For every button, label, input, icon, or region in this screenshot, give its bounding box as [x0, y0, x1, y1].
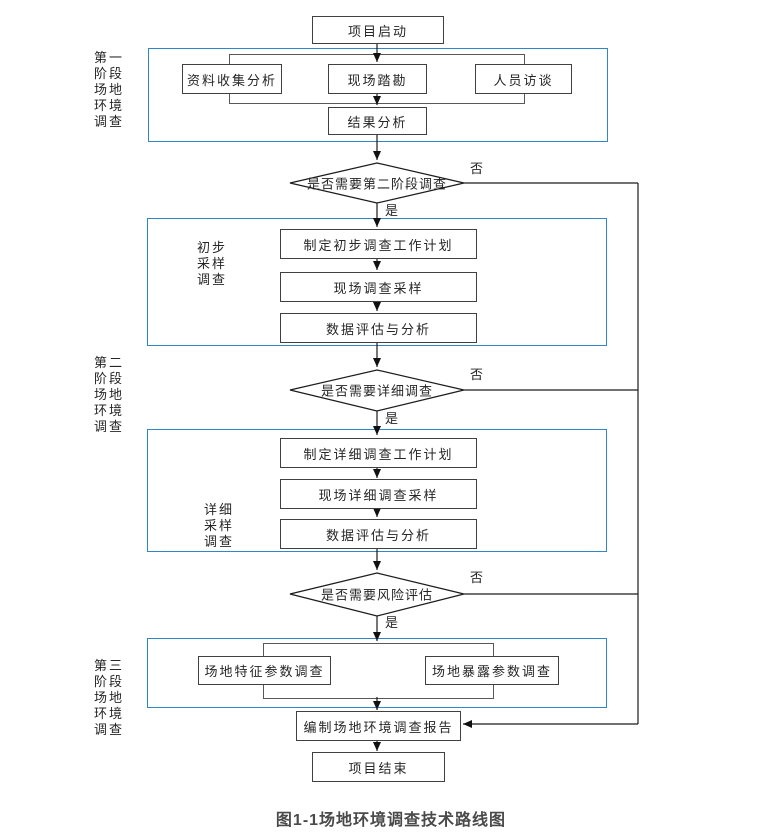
decision-detailed: 是否需要详细调查 [320, 383, 434, 399]
yes-label-2: 是 [385, 411, 399, 426]
node-label: 编制场地环境调查报告 [303, 719, 454, 735]
stage3-label: 第三 阶段 场地 环境 调查 [94, 658, 125, 737]
yes-label-3: 是 [385, 615, 399, 630]
no-label-3: 否 [470, 570, 484, 585]
stage1-label: 第一 阶段 场地 环境 调查 [94, 50, 125, 129]
node-label: 制定详细调查工作计划 [303, 446, 454, 462]
data-collection-node: 资料收集分析 [182, 64, 282, 94]
project-start-node: 项目启动 [312, 16, 444, 44]
decision-risk: 是否需要风险评估 [320, 587, 434, 603]
node-label: 数据评估与分析 [325, 527, 431, 543]
figure-caption: 图1-1场地环境调查技术路线图 [275, 812, 507, 829]
detailed-sampling-label: 详细 采样 调查 [204, 502, 235, 549]
data-evaluation-2-node: 数据评估与分析 [280, 519, 477, 549]
node-label: 现场踏勘 [347, 72, 408, 88]
decision-second-stage: 是否需要第二阶段调查 [306, 176, 448, 192]
site-reconnaissance-node: 现场踏勘 [328, 64, 427, 94]
site-exposure-params-node: 场地暴露参数调查 [425, 656, 559, 685]
node-label: 项目结束 [348, 760, 409, 776]
compile-report-node: 编制场地环境调查报告 [296, 711, 461, 741]
site-feature-params-node: 场地特征参数调查 [198, 656, 331, 685]
result-analysis-node: 结果分析 [328, 107, 427, 135]
personnel-interview-node: 人员访谈 [475, 64, 572, 94]
node-label: 场地特征参数调查 [204, 664, 325, 679]
field-sampling-detailed-node: 现场详细调查采样 [280, 479, 477, 509]
data-evaluation-1-node: 数据评估与分析 [280, 313, 477, 343]
node-label: 数据评估与分析 [325, 321, 431, 337]
plan-detailed-node: 制定详细调查工作计划 [280, 438, 477, 468]
stage2-label: 第二 阶段 场地 环境 调查 [94, 355, 125, 434]
preliminary-sampling-label: 初步 采样 调查 [197, 240, 228, 287]
node-label: 资料收集分析 [186, 72, 277, 88]
no-label-1: 否 [470, 161, 484, 176]
field-sampling-node: 现场调查采样 [280, 272, 477, 302]
stage1-frame [148, 48, 608, 142]
node-label: 场地暴露参数调查 [431, 664, 552, 679]
node-label: 项目启动 [347, 23, 408, 39]
node-label: 人员访谈 [493, 72, 554, 88]
plan-preliminary-node: 制定初步调查工作计划 [280, 229, 477, 259]
node-label: 结果分析 [347, 114, 408, 130]
node-label: 现场详细调查采样 [318, 487, 439, 503]
project-end-node: 项目结束 [312, 752, 445, 782]
node-label: 现场调查采样 [333, 280, 424, 296]
yes-label-1: 是 [385, 203, 399, 218]
node-label: 制定初步调查工作计划 [303, 237, 454, 253]
no-label-2: 否 [470, 367, 484, 382]
